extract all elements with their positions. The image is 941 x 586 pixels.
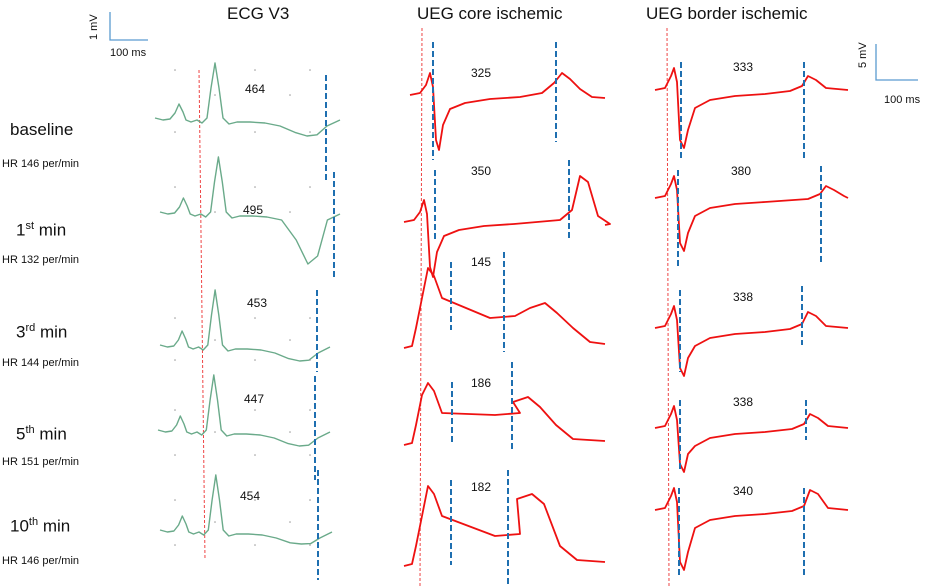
ecg-grid-dot-10th-min xyxy=(309,499,311,501)
ecg-grid-dot-5th-min xyxy=(174,454,176,456)
ecg-grid-dot-10th-min xyxy=(254,499,256,501)
core-interval-3rd-min: 145 xyxy=(471,255,492,269)
ecg-grid-dot-baseline xyxy=(214,94,216,96)
row-hr-3rd-min: HR 144 per/min xyxy=(2,357,80,369)
ecg-interval-5th-min: 447 xyxy=(244,392,265,406)
ecg-grid-dot-3rd-min xyxy=(174,317,176,319)
ecg-grid-dot-baseline xyxy=(254,69,256,71)
ecg-grid-dot-5th-min xyxy=(254,409,256,411)
ecg-grid-dot-10th-min xyxy=(309,544,311,546)
core-interval-5th-min: 186 xyxy=(471,376,492,390)
ecg-grid-dot-baseline xyxy=(174,131,176,133)
row-hr-baseline: HR 146 per/min xyxy=(2,158,80,170)
core-trace-10th-min xyxy=(403,485,606,567)
ecg-reference-line xyxy=(198,69,206,561)
border-interval-10th-min: 340 xyxy=(733,484,754,498)
border-interval-1st-min: 380 xyxy=(731,164,752,178)
ecg-grid-dot-baseline xyxy=(309,69,311,71)
ecg-interval-3rd-min: 453 xyxy=(247,296,268,310)
ecg-trace-1st-min xyxy=(159,156,341,265)
ecg-grid-dot-5th-min xyxy=(309,409,311,411)
core-interval-10th-min: 182 xyxy=(471,480,492,494)
row-hr-5th-min: HR 151 per/min xyxy=(2,456,80,468)
row-label-baseline: baseline xyxy=(10,120,74,139)
ecg-grid-dot-5th-min xyxy=(289,431,291,433)
ecg-grid-dot-1st-min xyxy=(174,186,176,188)
scale-bar-left xyxy=(109,12,148,41)
core-trace-1st-min xyxy=(403,175,611,278)
ecg-grid-dot-10th-min xyxy=(174,544,176,546)
ecg-grid-dot-10th-min xyxy=(174,499,176,501)
ecg-grid-dot-1st-min xyxy=(309,186,311,188)
ecg-interval-1st-min: 495 xyxy=(243,203,264,217)
scale-bar-right xyxy=(875,44,918,81)
ecg-trace-10th-min xyxy=(159,474,333,545)
ecg-grid-dot-1st-min xyxy=(214,211,216,213)
ecg-grid-dot-3rd-min xyxy=(174,359,176,361)
core-trace-5th-min xyxy=(403,382,606,446)
ecg-grid-dot-10th-min xyxy=(254,544,256,546)
scale-left-time: 100 ms xyxy=(110,47,147,59)
ecg-grid-dot-5th-min xyxy=(174,409,176,411)
core-trace-baseline xyxy=(409,72,606,151)
ecg-grid-dot-3rd-min xyxy=(309,317,311,319)
scale-right-amplitude: 5 mV xyxy=(857,42,869,68)
border-interval-baseline: 333 xyxy=(733,60,754,74)
ecg-grid-dot-baseline xyxy=(309,131,311,133)
border-interval-3rd-min: 338 xyxy=(733,290,754,304)
ecg-grid-dot-baseline xyxy=(254,131,256,133)
row-label-5th-min: 5th min xyxy=(16,424,67,444)
ecg-interval-baseline: 464 xyxy=(245,82,266,96)
ecg-grid-dot-10th-min xyxy=(214,521,216,523)
ecg-grid-dot-5th-min xyxy=(214,431,216,433)
border-trace-baseline xyxy=(654,67,849,149)
border-trace-3rd-min xyxy=(654,305,849,377)
ecg-grid-dot-3rd-min xyxy=(214,339,216,341)
column-title-core: UEG core ischemic xyxy=(417,4,563,23)
column-title-border: UEG border ischemic xyxy=(646,4,808,23)
ecg-grid-dot-10th-min xyxy=(289,521,291,523)
row-label-3rd-min: 3rd min xyxy=(16,322,68,342)
column-title-ecg: ECG V3 xyxy=(227,4,290,23)
ecg-grid-dot-1st-min xyxy=(254,186,256,188)
ecg-grid-dot-5th-min xyxy=(309,454,311,456)
row-hr-1st-min: HR 132 per/min xyxy=(2,254,80,266)
ecg-grid-dot-5th-min xyxy=(254,454,256,456)
ecg-interval-10th-min: 454 xyxy=(240,489,261,503)
ecg-grid-dot-baseline xyxy=(289,94,291,96)
border-trace-1st-min xyxy=(654,175,849,252)
ecg-grid-dot-3rd-min xyxy=(254,317,256,319)
ecg-trace-5th-min xyxy=(157,374,331,447)
row-hr-10th-min: HR 146 per/min xyxy=(2,555,80,567)
ecg-grid-dot-3rd-min xyxy=(254,359,256,361)
ecg-trace-3rd-min xyxy=(159,289,331,362)
border-interval-5th-min: 338 xyxy=(733,395,754,409)
border-trace-5th-min xyxy=(654,405,849,473)
ecg-grid-dot-1st-min xyxy=(289,211,291,213)
scale-right-time: 100 ms xyxy=(884,94,921,106)
row-label-10th-min: 10th min xyxy=(10,516,71,536)
ecg-grid-dot-baseline xyxy=(174,69,176,71)
core-interval-baseline: 325 xyxy=(471,66,492,80)
border-trace-10th-min xyxy=(654,487,849,571)
scale-left-amplitude: 1 mV xyxy=(88,14,100,40)
ecg-grid-dot-3rd-min xyxy=(289,339,291,341)
border-reference-line xyxy=(666,27,670,586)
ecg-trace-baseline xyxy=(154,62,341,137)
core-trace-3rd-min xyxy=(403,267,606,349)
core-interval-1st-min: 350 xyxy=(471,164,492,178)
row-label-1st-min: 1st min xyxy=(16,220,67,240)
ecg-grid-dot-3rd-min xyxy=(309,359,311,361)
core-reference-line xyxy=(419,27,423,586)
